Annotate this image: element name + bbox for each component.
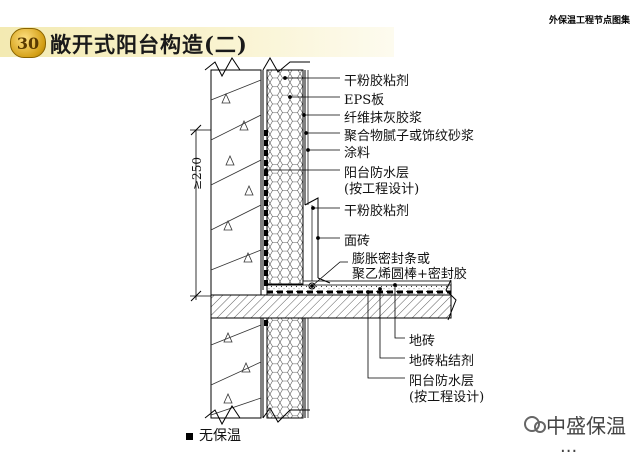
label-adhesive: 干粉胶粘剂: [344, 74, 410, 89]
eps-board-upper: [266, 69, 304, 286]
concrete-wall-lower: [210, 317, 262, 419]
legend-text: 无保温: [199, 428, 241, 444]
page-number-badge: 30: [10, 28, 46, 58]
label-waterproof-2: 阳台防水层: [409, 374, 475, 389]
label-sealing-strip: 膨胀密封条或: [352, 252, 431, 267]
label-facing-tile: 面砖: [344, 234, 371, 249]
label-floor-tile: 地砖: [409, 334, 436, 349]
label-adhesive-2: 干粉胶粘剂: [344, 204, 410, 219]
label-polymer-putty: 聚合物腻子或饰纹砂浆: [344, 129, 475, 144]
eps-board-lower: [266, 317, 304, 419]
label-eps-board: EPS板: [344, 93, 385, 108]
label-fiber-plaster: 纤维抹灰胶浆: [344, 111, 423, 126]
dimension-line: [190, 124, 211, 302]
concrete-wall-upper: [210, 69, 262, 296]
atlas-title: 外保温工程节点图集: [548, 16, 630, 26]
label-tile-adhesive: 地砖粘结剂: [409, 354, 475, 369]
balcony-slab: [210, 277, 452, 319]
label-waterproof-1: 阳台防水层: [344, 166, 410, 181]
dimension-label: ≥250: [190, 157, 204, 190]
page-title: 敞开式阳台构造(二): [50, 32, 248, 57]
label-waterproof-1-note: (按工程设计): [344, 182, 420, 197]
header-bar: [0, 27, 394, 57]
legend-square-icon: [186, 432, 193, 440]
leader-lines: [264, 76, 405, 379]
watermark-logo-icon: [524, 416, 546, 433]
watermark-text: 中盛保温: [546, 414, 626, 438]
label-pe-rod: 聚乙烯圆棒+密封胶: [352, 267, 467, 282]
label-paint: 涂料: [344, 146, 371, 161]
watermark-text-2: ...: [560, 436, 578, 457]
legend: 无保温: [186, 425, 241, 445]
label-waterproof-2-note: (按工程设计): [409, 390, 485, 405]
